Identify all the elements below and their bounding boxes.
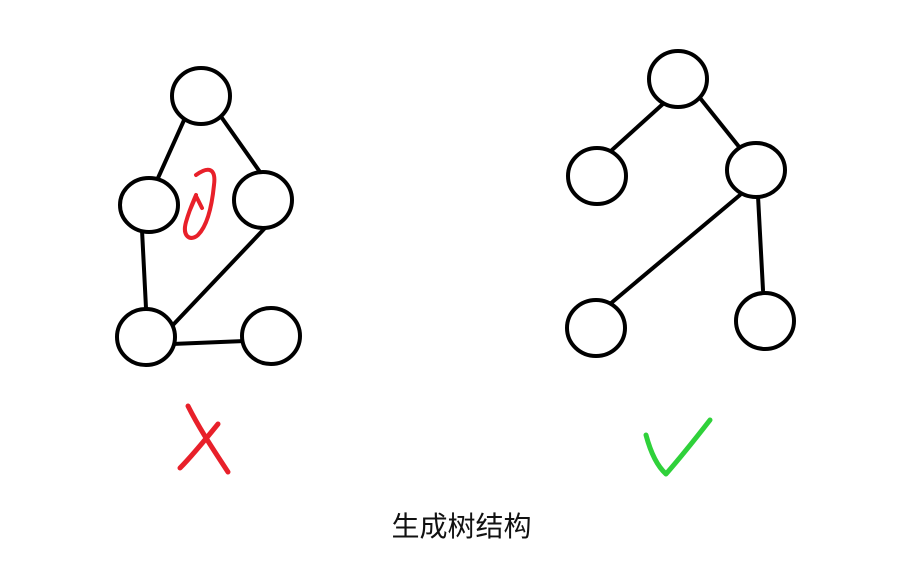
node-bottom: [115, 307, 177, 367]
cross-mark-icon: [177, 403, 231, 475]
cycle-arrow-icon: [183, 167, 217, 240]
edge-top-right: [220, 116, 262, 174]
edge-right-bottom: [170, 226, 267, 328]
node-root: [647, 49, 709, 109]
node-left: [118, 176, 180, 234]
edge-root-left: [610, 101, 666, 152]
edge-left-bottom: [140, 228, 148, 310]
edge-mid-bottomleft: [608, 193, 742, 306]
node-leaf: [240, 306, 302, 366]
left-graph-with-cycle: [115, 66, 302, 367]
node-bottom-left: [565, 298, 627, 358]
edge-root-right: [698, 96, 742, 150]
edge-top-left: [156, 116, 187, 180]
node-root: [170, 66, 232, 126]
diagram-caption: 生成树结构: [391, 510, 532, 543]
node-right: [232, 170, 294, 230]
node-left: [566, 146, 628, 206]
node-mid: [725, 141, 787, 199]
right-graph-tree: [565, 49, 796, 358]
node-bottom-right: [734, 291, 796, 351]
check-mark-icon: [643, 417, 713, 477]
edge-bottom-leaf: [170, 339, 247, 346]
edge-mid-bottomright: [756, 194, 765, 292]
